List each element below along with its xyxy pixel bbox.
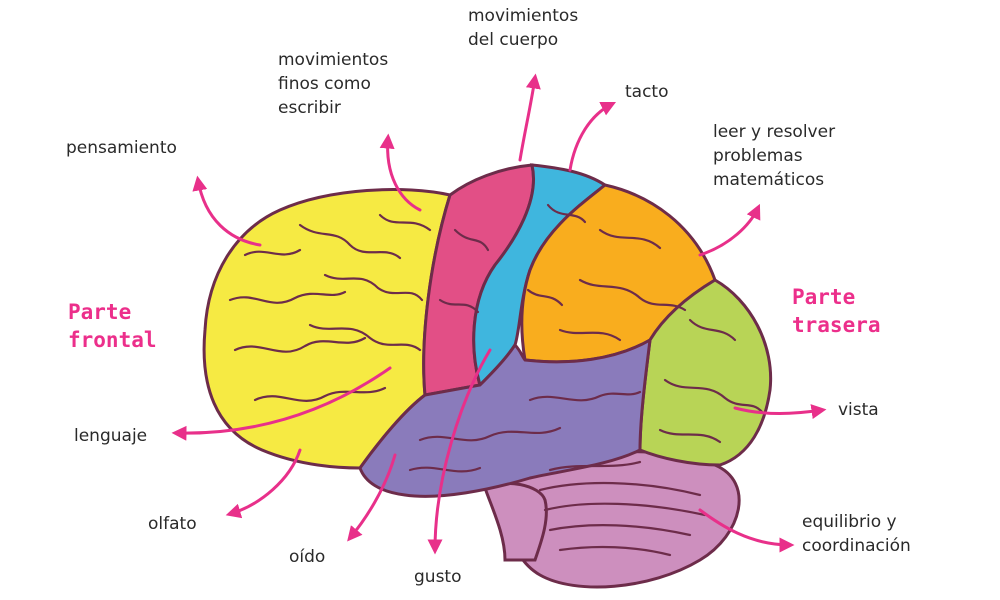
label-oido: oído xyxy=(289,547,326,567)
gyri-lines xyxy=(228,203,764,557)
arrow-oido xyxy=(347,453,397,542)
label-pensamiento: pensamiento xyxy=(66,138,177,158)
arrow-pensamiento xyxy=(192,175,262,247)
label-leer: leer y resolver problemas matemáticos xyxy=(713,122,836,190)
label-lenguaje: lenguaje xyxy=(74,426,148,446)
temporal-region xyxy=(358,337,652,498)
arrow-olfato xyxy=(225,448,302,519)
arrow-gusto xyxy=(427,348,492,555)
arrow-leer xyxy=(698,203,761,257)
label-olfato: olfato xyxy=(148,514,197,534)
arrow-vista xyxy=(733,404,827,419)
arrow-tacto xyxy=(568,101,617,172)
section-label-front: Parte frontal xyxy=(68,300,157,352)
label-gusto: gusto xyxy=(414,567,462,587)
arrow-movimientos-finos xyxy=(379,133,422,212)
arrow-movimientos-cuerpo xyxy=(518,73,541,162)
arrow-lenguaje xyxy=(171,366,392,441)
label-movimientos-finos: movimientos finos como escribir xyxy=(278,50,389,118)
section-label-back: Parte trasera xyxy=(792,285,881,337)
arrows xyxy=(171,73,827,555)
brain xyxy=(202,163,773,589)
arrow-equilibrio xyxy=(698,508,795,553)
brainstem-region xyxy=(483,481,548,562)
label-tacto: tacto xyxy=(625,82,669,102)
label-vista: vista xyxy=(838,400,879,420)
label-movimientos-cuerpo: movimientos del cuerpo xyxy=(468,6,579,50)
label-equilibrio: equilibrio y coordinación xyxy=(802,512,911,556)
